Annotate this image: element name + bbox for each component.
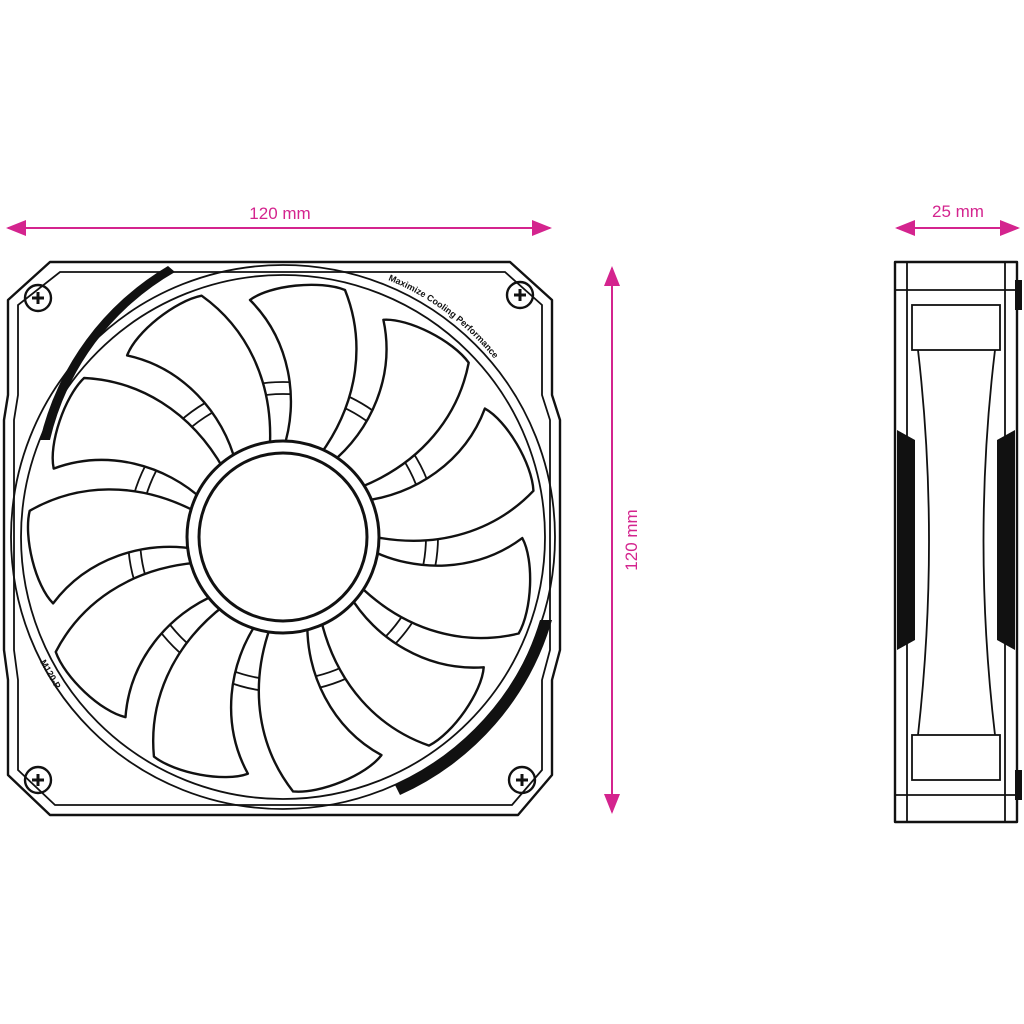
fan-blade (26, 488, 199, 605)
fan-blade (257, 619, 383, 793)
screw-icons (23, 280, 537, 795)
fan-blade (54, 561, 219, 719)
fan-blades (26, 283, 535, 793)
fan-blade (248, 283, 358, 457)
depth-dimension: 25 mm (895, 202, 1020, 236)
fan-blade (319, 592, 485, 747)
fan-blade (152, 604, 260, 779)
fan-blade (328, 318, 470, 490)
height-dimension: 120 mm (604, 266, 641, 814)
width-dimension: 120 mm (6, 204, 552, 236)
fan-blade (357, 536, 532, 640)
depth-label: 25 mm (932, 202, 984, 221)
fan-blade (360, 407, 535, 542)
fan-front-view: Maximize Cooling Performance M120-P (2, 260, 562, 817)
fan-side-view (893, 260, 1022, 824)
height-label: 120 mm (622, 509, 641, 570)
fan-blade (51, 376, 225, 503)
fan-blade (125, 294, 272, 466)
width-label: 120 mm (249, 204, 310, 223)
